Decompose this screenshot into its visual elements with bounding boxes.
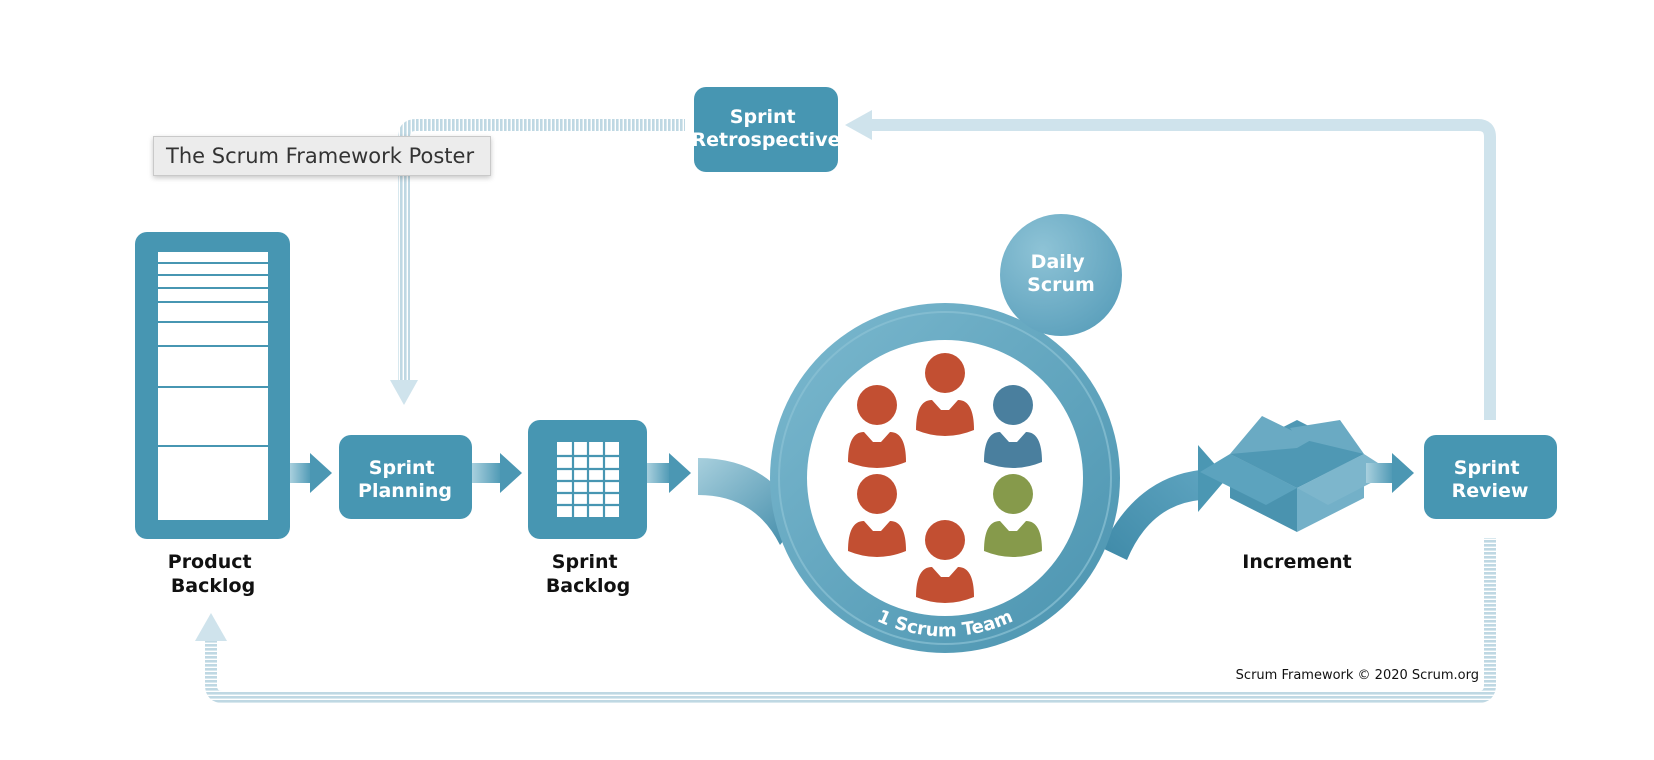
sprint-review-box [1424, 435, 1557, 519]
product-backlog-up-arrow-icon [195, 613, 227, 641]
team-member-icon [916, 520, 974, 603]
team-member-icon [848, 474, 906, 557]
daily-scrum-circle [1000, 214, 1122, 336]
review-to-retrospective-loop [845, 110, 1496, 420]
team-member-icon [984, 474, 1042, 557]
product-backlog-item-lines [158, 262, 268, 447]
daily-scrum-label: Daily Scrum [1027, 251, 1095, 296]
daily-scrum: Daily Scrum [1000, 214, 1122, 336]
retrospective-left-arrow-icon [845, 110, 872, 140]
arrow-planning-to-sprint-backlog [472, 453, 522, 493]
increment-box-icon [1200, 416, 1392, 532]
team-member-icon [848, 385, 906, 468]
copyright-footer: Scrum Framework © 2020 Scrum.org [1236, 668, 1479, 683]
sprint-review-label: Sprint Review [1452, 457, 1529, 502]
sprint-planning-box [339, 435, 472, 519]
sprint-exit-curve [1102, 445, 1227, 560]
increment: Increment [1200, 416, 1392, 573]
product-backlog-caption: Product Backlog [168, 551, 258, 597]
sprint-retrospective-box [694, 87, 838, 172]
sprint-review: Sprint Review [1424, 435, 1557, 519]
sprint-backlog-caption: Sprint Backlog [546, 551, 630, 597]
sprint-planning-label: Sprint Planning [358, 457, 452, 502]
team-member-icon [984, 385, 1042, 468]
sprint-backlog: Sprint Backlog [528, 420, 647, 597]
planning-down-arrow-icon [390, 380, 418, 405]
arrow-increment-to-review [1366, 453, 1414, 493]
increment-caption: Increment [1242, 551, 1351, 573]
poster-title-tooltip: The Scrum Framework Poster [153, 136, 491, 176]
arrow-sprint-backlog-to-sprint [647, 453, 691, 493]
review-to-product-backlog-loop [195, 538, 1496, 703]
arrow-product-to-planning [290, 453, 332, 493]
sprint-planning: Sprint Planning [339, 435, 472, 519]
product-backlog: Product Backlog [135, 232, 290, 597]
sprint-retrospective-label: Sprint Retrospective [692, 106, 841, 151]
team-member-icon [916, 353, 974, 436]
sprint-entry-curve [698, 458, 800, 545]
sprint-retrospective: Sprint Retrospective [692, 87, 841, 172]
scrum-team-members [848, 353, 1042, 603]
